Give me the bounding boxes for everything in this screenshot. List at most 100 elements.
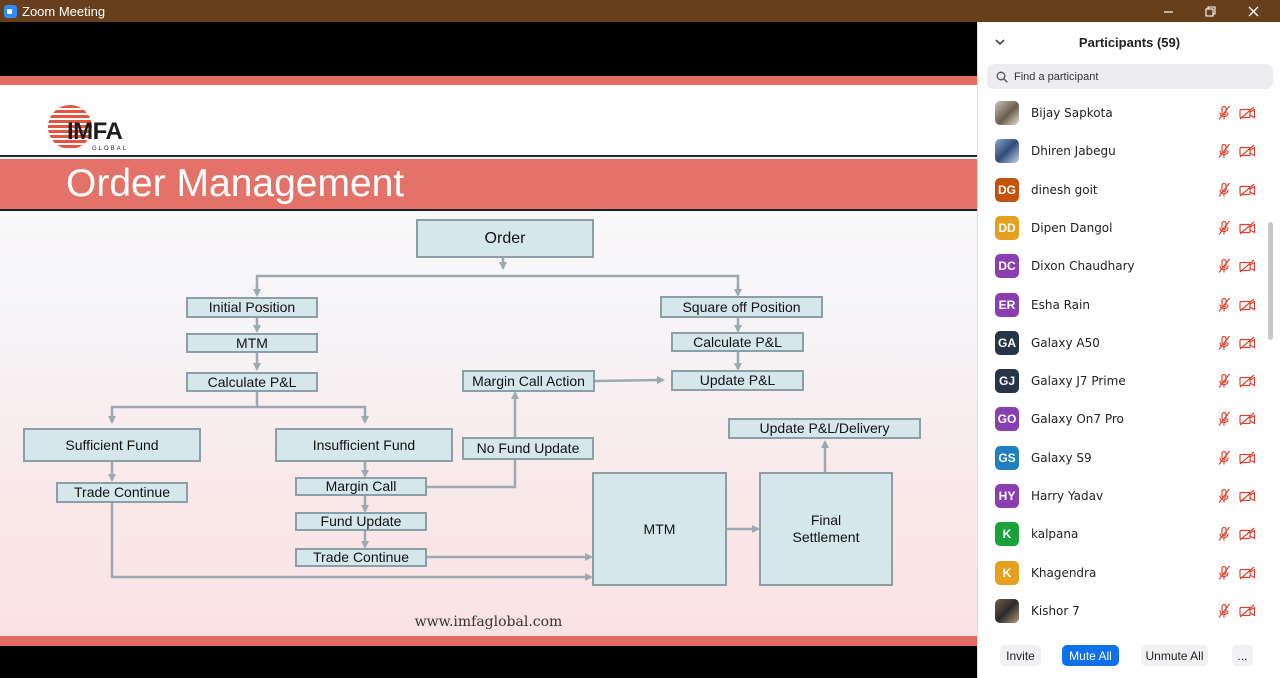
close-button[interactable] bbox=[1232, 0, 1274, 22]
video-off-icon[interactable] bbox=[1239, 183, 1256, 197]
chevron-down-icon[interactable] bbox=[993, 35, 1007, 49]
avatar bbox=[995, 101, 1019, 125]
flow-square-off-position: Square off Position bbox=[660, 296, 823, 318]
video-off-icon[interactable] bbox=[1239, 412, 1256, 426]
avatar: K bbox=[995, 522, 1019, 547]
participant-name: Bijay Sapkota bbox=[1031, 106, 1113, 120]
participant-row[interactable]: ER Esha Rain bbox=[978, 286, 1268, 324]
video-off-icon[interactable] bbox=[1239, 566, 1256, 580]
participant-name: Galaxy On7 Pro bbox=[1031, 412, 1124, 427]
participant-row[interactable]: Bijay Sapkota bbox=[978, 94, 1268, 132]
shared-screen[interactable]: IMFA GLOBAL Order Management bbox=[0, 22, 977, 678]
participant-row[interactable]: GA Galaxy A50 bbox=[978, 324, 1268, 362]
muted-mic-icon[interactable] bbox=[1217, 258, 1231, 274]
participant-name: Galaxy J7 Prime bbox=[1031, 374, 1126, 389]
restore-button[interactable] bbox=[1189, 0, 1231, 22]
video-off-icon[interactable] bbox=[1239, 259, 1256, 273]
participant-row[interactable]: Kishor 7 bbox=[978, 592, 1268, 630]
window-titlebar: Zoom Meeting bbox=[0, 0, 1280, 22]
muted-mic-icon[interactable] bbox=[1217, 488, 1231, 504]
flow-order: Order bbox=[416, 219, 594, 258]
video-off-icon[interactable] bbox=[1239, 144, 1256, 158]
flow-margin-call-action: Margin Call Action bbox=[462, 370, 595, 392]
participant-name: Kishor 7 bbox=[1031, 603, 1080, 618]
slide-footer-url: www.imfaglobal.com bbox=[414, 614, 563, 630]
muted-mic-icon[interactable] bbox=[1217, 411, 1231, 427]
minimize-icon bbox=[1163, 10, 1173, 13]
video-off-icon[interactable] bbox=[1239, 221, 1256, 235]
flowchart-connectors bbox=[108, 258, 829, 581]
muted-mic-icon[interactable] bbox=[1217, 526, 1231, 542]
video-off-icon[interactable] bbox=[1239, 374, 1256, 388]
video-off-icon[interactable] bbox=[1239, 489, 1256, 503]
flow-margin-call: Margin Call bbox=[295, 477, 427, 496]
zoom-app-icon bbox=[4, 4, 17, 18]
flow-update-pl-delivery: Update P&L/Delivery bbox=[728, 418, 921, 439]
participant-row[interactable]: GS Galaxy S9 bbox=[978, 439, 1268, 477]
video-off-icon[interactable] bbox=[1239, 106, 1256, 120]
slide-top-strip bbox=[0, 76, 977, 85]
avatar: DD bbox=[995, 215, 1019, 240]
avatar: GO bbox=[995, 407, 1019, 432]
avatar: ER bbox=[995, 292, 1019, 317]
flow-insufficient-fund: Insufficient Fund bbox=[275, 428, 453, 462]
participant-row[interactable]: DG dinesh goit bbox=[978, 171, 1268, 209]
participant-row[interactable]: DC Dixon Chaudhary bbox=[978, 247, 1268, 285]
avatar bbox=[995, 139, 1019, 164]
participant-row[interactable]: GO Galaxy On7 Pro bbox=[978, 400, 1268, 438]
muted-mic-icon[interactable] bbox=[1217, 603, 1231, 619]
mute-all-button[interactable]: Mute All bbox=[1062, 645, 1119, 666]
window-title: Zoom Meeting bbox=[22, 3, 106, 19]
more-options-button[interactable]: ... bbox=[1232, 645, 1253, 666]
logo-subtext: GLOBAL bbox=[92, 146, 129, 152]
participant-row[interactable]: Dhiren Jabegu bbox=[978, 132, 1268, 170]
flow-mtm-left: MTM bbox=[186, 333, 318, 353]
muted-mic-icon[interactable] bbox=[1217, 182, 1231, 198]
invite-button[interactable]: Invite bbox=[1000, 645, 1041, 666]
participant-search[interactable] bbox=[987, 64, 1273, 89]
participant-list-scrollbar[interactable] bbox=[1268, 222, 1273, 340]
participant-name: Khagendra bbox=[1031, 565, 1097, 580]
final-settlement-line2: Settlement bbox=[792, 529, 860, 545]
video-off-icon[interactable] bbox=[1239, 298, 1256, 312]
video-off-icon[interactable] bbox=[1239, 336, 1256, 350]
avatar: DC bbox=[995, 254, 1019, 279]
muted-mic-icon[interactable] bbox=[1217, 450, 1231, 466]
unmute-all-button[interactable]: Unmute All bbox=[1141, 645, 1208, 666]
muted-mic-icon[interactable] bbox=[1217, 143, 1231, 159]
muted-mic-icon[interactable] bbox=[1217, 105, 1231, 121]
participant-name: Dipen Dangol bbox=[1031, 220, 1113, 235]
participant-name: Galaxy A50 bbox=[1031, 335, 1100, 350]
participants-header: Participants (59) bbox=[978, 22, 1280, 62]
logo-circle-icon bbox=[48, 105, 92, 149]
avatar: GA bbox=[995, 330, 1019, 355]
flow-trade-continue-left: Trade Continue bbox=[56, 482, 188, 503]
participant-name: Esha Rain bbox=[1031, 297, 1090, 312]
avatar: GS bbox=[995, 445, 1019, 470]
participant-search-input[interactable] bbox=[1014, 70, 1254, 83]
participant-row[interactable]: DD Dipen Dangol bbox=[978, 209, 1268, 247]
muted-mic-icon[interactable] bbox=[1217, 297, 1231, 313]
flow-calculate-pl-right: Calculate P&L bbox=[671, 332, 804, 352]
participant-name: Dixon Chaudhary bbox=[1031, 259, 1135, 274]
muted-mic-icon[interactable] bbox=[1217, 565, 1231, 581]
minimize-button[interactable] bbox=[1147, 0, 1189, 22]
participant-name: dinesh goit bbox=[1031, 182, 1098, 197]
muted-mic-icon[interactable] bbox=[1217, 373, 1231, 389]
video-off-icon[interactable] bbox=[1239, 451, 1256, 465]
avatar: DG bbox=[995, 177, 1019, 202]
muted-mic-icon[interactable] bbox=[1217, 335, 1231, 351]
video-off-icon[interactable] bbox=[1239, 604, 1256, 618]
participant-name: Galaxy S9 bbox=[1031, 450, 1092, 465]
flow-no-fund-update: No Fund Update bbox=[462, 437, 594, 460]
flow-mtm-big: MTM bbox=[592, 472, 727, 586]
flow-update-pl: Update P&L bbox=[671, 370, 804, 391]
video-off-icon[interactable] bbox=[1239, 527, 1256, 541]
muted-mic-icon[interactable] bbox=[1217, 220, 1231, 236]
